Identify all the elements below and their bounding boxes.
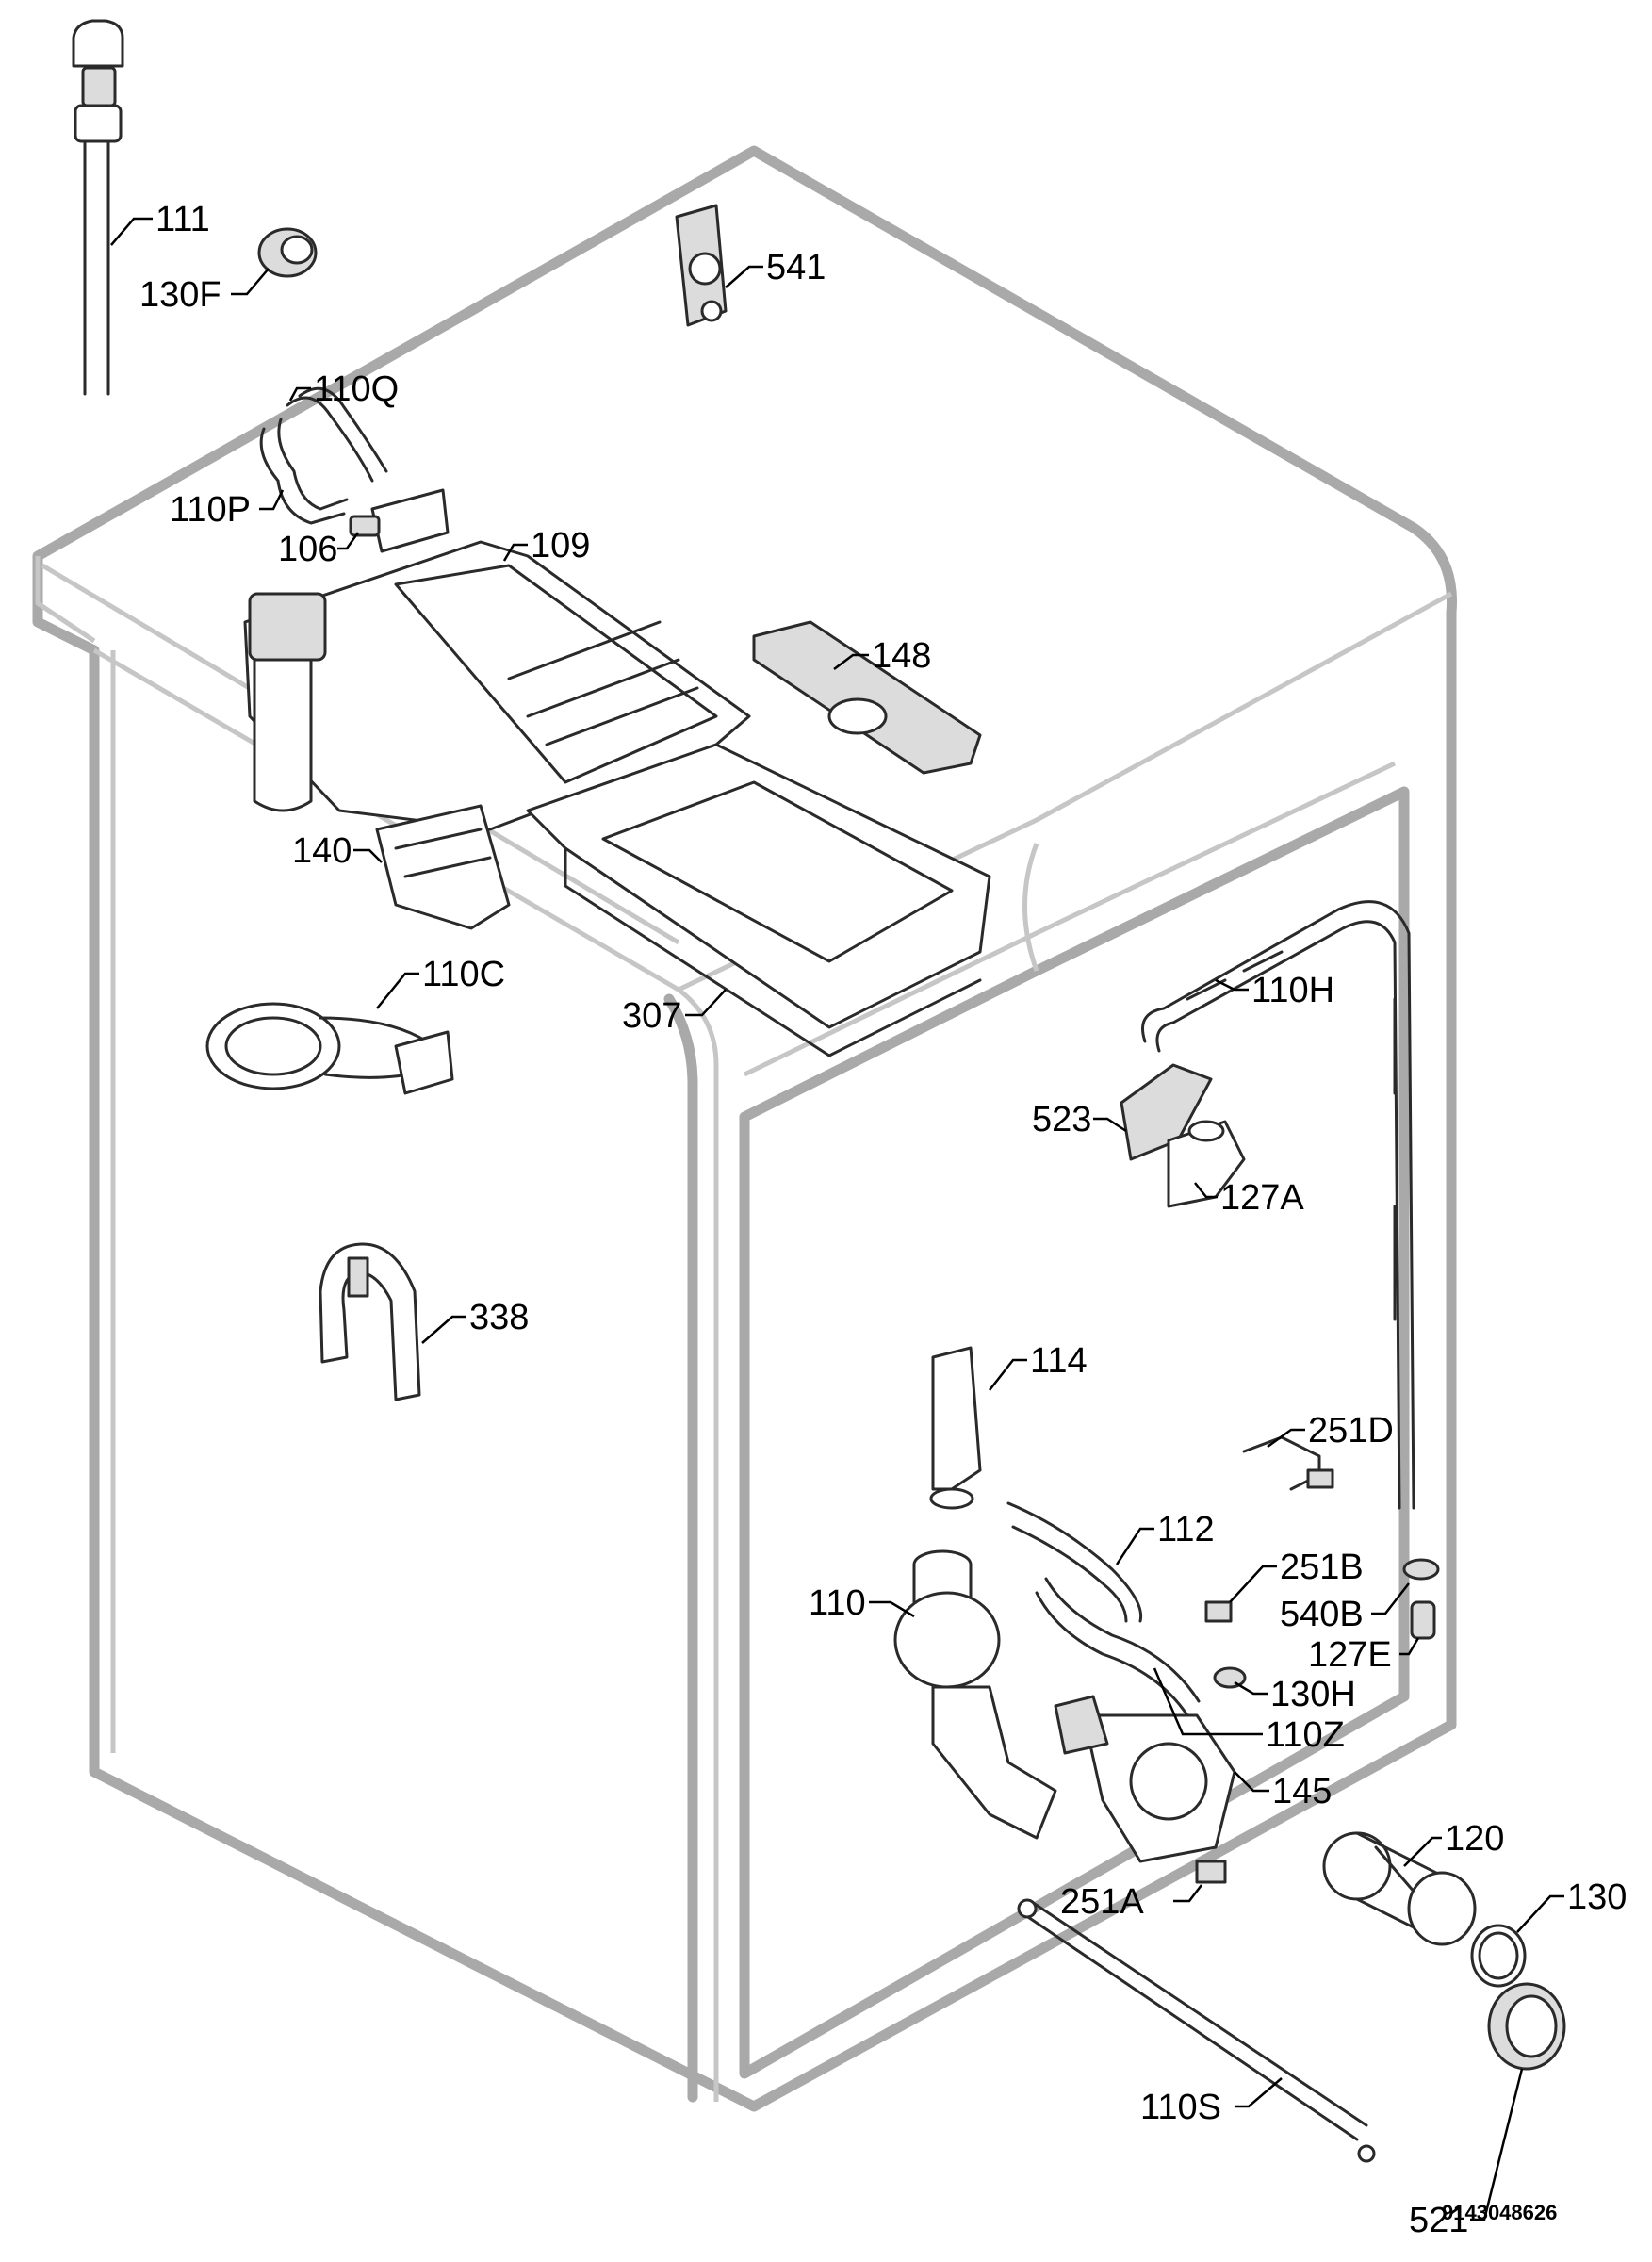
part-112-hose <box>1006 1501 1143 1623</box>
part-110S-drain-tube <box>1017 1898 1376 2163</box>
callout-251A: 251A <box>1060 1882 1144 1922</box>
callout-251B: 251B <box>1280 1548 1364 1587</box>
part-110C-bellows <box>205 1002 454 1095</box>
callout-140: 140 <box>292 831 352 871</box>
part-130-o-ring <box>1470 1924 1527 1988</box>
part-251B-clip <box>1204 1600 1233 1623</box>
callout-540B: 540B <box>1280 1595 1364 1634</box>
callout-130H: 130H <box>1270 1675 1356 1714</box>
part-114-pipe <box>929 1346 982 1510</box>
callout-110C: 110C <box>422 955 505 994</box>
callout-110P: 110P <box>170 490 251 530</box>
callout-110Z: 110Z <box>1266 1715 1345 1755</box>
part-111-inlet-hose <box>72 19 124 396</box>
part-110P-hose <box>259 418 349 525</box>
part-540B-ring <box>1402 1558 1440 1581</box>
part-338-hose-guide <box>319 1242 421 1401</box>
callout-109: 109 <box>531 526 590 566</box>
callout-leaders <box>110 217 1564 2221</box>
part-541-bracket <box>675 204 728 327</box>
part-251A-clip <box>1195 1860 1227 1884</box>
callout-338: 338 <box>469 1298 529 1337</box>
callout-541: 541 <box>766 248 826 287</box>
callout-523: 523 <box>1032 1100 1091 1139</box>
part-110H-drain-hose <box>1141 900 1415 1510</box>
callout-120: 120 <box>1445 1819 1504 1859</box>
part-148-lid <box>752 620 982 775</box>
part-140-bracket <box>375 804 511 930</box>
callout-521: 521 <box>1409 2201 1468 2240</box>
callout-127E: 127E <box>1308 1635 1392 1675</box>
callout-251D: 251D <box>1308 1411 1394 1451</box>
part-251D-cable <box>1242 1435 1334 1491</box>
callout-130: 130 <box>1567 1877 1627 1917</box>
callout-labels: 111 130F 541 110Q 110P 106 109 148 140 1… <box>139 200 1627 2240</box>
callout-127A: 127A <box>1220 1178 1304 1218</box>
callout-111: 111 <box>155 200 210 239</box>
cabinet-outline <box>32 145 1457 2112</box>
part-307-drawer <box>526 743 991 1057</box>
part-110Q-hose <box>286 386 388 483</box>
callout-110Q: 110Q <box>314 369 399 409</box>
callout-110S: 110S <box>1140 2088 1221 2127</box>
part-145-pump <box>1054 1695 1236 1863</box>
part-106-valve <box>349 488 450 553</box>
part-110-sump <box>893 1549 1057 1840</box>
callout-110: 110 <box>809 1583 866 1623</box>
part-130F-cap <box>257 227 318 278</box>
part-521-filter-cap <box>1487 1982 1566 2071</box>
part-130H-gasket <box>1213 1666 1247 1689</box>
callout-106: 106 <box>278 530 337 569</box>
document-number: 9143048626 <box>1442 2201 1557 2224</box>
callout-114: 114 <box>1030 1341 1088 1381</box>
part-523-clip <box>1120 1063 1213 1161</box>
part-127A-cover <box>1167 1120 1246 1208</box>
callout-110H: 110H <box>1251 971 1334 1010</box>
part-110Z-hose <box>1035 1577 1201 1717</box>
callout-112: 112 <box>1157 1510 1215 1549</box>
callout-148: 148 <box>872 636 931 676</box>
callout-130F: 130F <box>139 275 221 315</box>
callout-145: 145 <box>1272 1772 1332 1811</box>
callout-307: 307 <box>622 996 681 1036</box>
part-120-filter <box>1322 1831 1477 1946</box>
part-127E-spring <box>1410 1600 1436 1640</box>
